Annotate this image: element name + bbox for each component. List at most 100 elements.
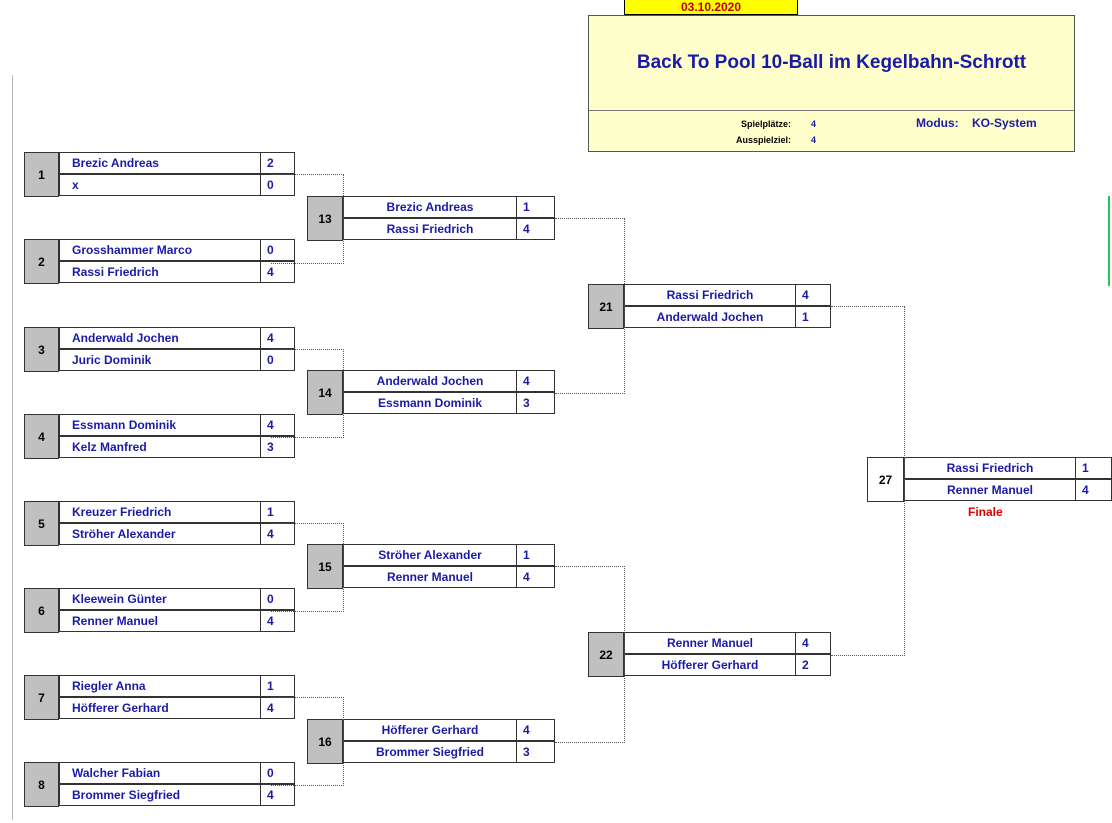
match-row-bottom: Renner Manuel 4: [343, 566, 555, 588]
player-score: 4: [260, 524, 295, 544]
match-row-top: Anderwald Jochen 4: [59, 327, 295, 349]
player-name: Renner Manuel: [666, 636, 753, 650]
match-row-bottom: Brommer Siegfried 3: [343, 741, 555, 763]
player-name: Renner Manuel: [386, 570, 473, 584]
tournament-title: Back To Pool 10-Ball im Kegelbahn-Schrot…: [636, 52, 1027, 73]
match-row-top: Essmann Dominik 4: [59, 414, 295, 436]
player-name: Anderwald Jochen: [72, 331, 179, 345]
connector-7-8: [271, 697, 344, 786]
match-number: 21: [588, 284, 624, 329]
connector-1-2: [271, 174, 344, 264]
player-name: Rassi Friedrich: [946, 461, 1034, 475]
player-score: 0: [260, 175, 295, 195]
match-row-top: Ströher Alexander 1: [343, 544, 555, 566]
player-score: 4: [260, 415, 295, 435]
player-score: 4: [795, 633, 830, 653]
spielplaetze-value: 4: [811, 119, 817, 129]
match-row-top: Anderwald Jochen 4: [343, 370, 555, 392]
player-name: x: [72, 178, 79, 192]
match-number: 8: [24, 762, 59, 807]
match-row-top: Kreuzer Friedrich 1: [59, 501, 295, 523]
connector-21-22: [831, 306, 905, 656]
player-name: Brezic Andreas: [386, 200, 474, 214]
modus-label: Modus:: [916, 116, 959, 130]
match-row-top: Rassi Friedrich 1: [904, 457, 1112, 479]
player-score: 2: [795, 655, 830, 675]
player-name: Ströher Alexander: [72, 527, 176, 541]
match-number: 14: [307, 370, 343, 415]
modus-value: KO-System: [972, 116, 1037, 130]
player-name: Brezic Andreas: [72, 156, 159, 170]
player-name: Ströher Alexander: [378, 548, 482, 562]
green-marker-line: [1108, 196, 1110, 286]
player-name: Höfferer Gerhard: [661, 658, 759, 672]
player-score: 3: [516, 742, 554, 762]
match-row-top: Riegler Anna 1: [59, 675, 295, 697]
player-score: 2: [260, 153, 295, 173]
player-score: 4: [260, 328, 295, 348]
match-row-bottom: Anderwald Jochen 1: [624, 306, 831, 328]
header-divider: [589, 110, 1074, 111]
match-row-bottom: Renner Manuel 4: [904, 479, 1112, 501]
ausspielziel-label: Ausspielziel:: [735, 135, 791, 145]
match-number: 16: [307, 719, 343, 764]
match-row-top: Kleewein Günter 0: [59, 588, 295, 610]
player-name: Walcher Fabian: [72, 766, 161, 780]
connector-13-14: [555, 218, 625, 394]
player-score: 1: [516, 545, 554, 565]
match-number: 13: [307, 196, 343, 241]
player-score: 0: [260, 350, 295, 370]
player-name: Höfferer Gerhard: [381, 723, 479, 737]
player-name: Höfferer Gerhard: [72, 701, 169, 715]
match-row-top: Grosshammer Marco 0: [59, 239, 295, 261]
tournament-header: Back To Pool 10-Ball im Kegelbahn-Schrot…: [588, 15, 1075, 152]
player-name: Rassi Friedrich: [72, 265, 159, 279]
date-label: 03.10.2020: [624, 0, 798, 15]
connector-15-16: [555, 566, 625, 743]
player-name: Grosshammer Marco: [72, 243, 193, 257]
player-name: Kelz Manfred: [72, 440, 147, 454]
player-score: 1: [516, 197, 554, 217]
player-score: 1: [1075, 458, 1111, 478]
match-row-bottom: Rassi Friedrich 4: [343, 218, 555, 240]
player-score: 1: [260, 676, 295, 696]
match-row-top: Brezic Andreas 2: [59, 152, 295, 174]
match-number: 4: [24, 414, 59, 459]
match-number: 27: [867, 457, 904, 502]
match-row-top: Höfferer Gerhard 4: [343, 719, 555, 741]
player-name: Juric Dominik: [72, 353, 152, 367]
match-number: 3: [24, 327, 59, 372]
player-score: 0: [260, 763, 295, 783]
match-row-bottom: Höfferer Gerhard 2: [624, 654, 831, 676]
connector-5-6: [271, 523, 344, 612]
match-row-bottom: Kelz Manfred 3: [59, 436, 295, 458]
player-name: Brommer Siegfried: [72, 788, 181, 802]
player-name: Anderwald Jochen: [376, 374, 484, 388]
match-number: 1: [24, 152, 59, 197]
player-name: Kreuzer Friedrich: [72, 505, 172, 519]
match-row-bottom: Juric Dominik 0: [59, 349, 295, 371]
match-row-bottom: Renner Manuel 4: [59, 610, 295, 632]
player-score: 4: [1075, 480, 1111, 500]
player-name: Essmann Dominik: [377, 396, 483, 410]
player-score: 1: [260, 502, 295, 522]
player-name: Kleewein Günter: [72, 592, 167, 606]
connector-3-4: [271, 349, 344, 438]
left-border-line: [12, 75, 13, 820]
player-score: 1: [795, 307, 830, 327]
player-score: 3: [260, 437, 295, 457]
player-score: 3: [516, 393, 554, 413]
match-row-bottom: Ströher Alexander 4: [59, 523, 295, 545]
player-score: 4: [516, 371, 554, 391]
match-number: 15: [307, 544, 343, 589]
player-name: Renner Manuel: [72, 614, 159, 628]
player-score: 4: [260, 611, 295, 631]
player-score: 0: [260, 589, 295, 609]
player-score: 4: [516, 567, 554, 587]
finale-label: Finale: [968, 505, 1003, 519]
match-row-bottom: x 0: [59, 174, 295, 196]
match-number: 5: [24, 501, 59, 546]
match-row-top: Brezic Andreas 1: [343, 196, 555, 218]
player-score: 0: [260, 240, 295, 260]
player-name: Brommer Siegfried: [375, 745, 485, 759]
